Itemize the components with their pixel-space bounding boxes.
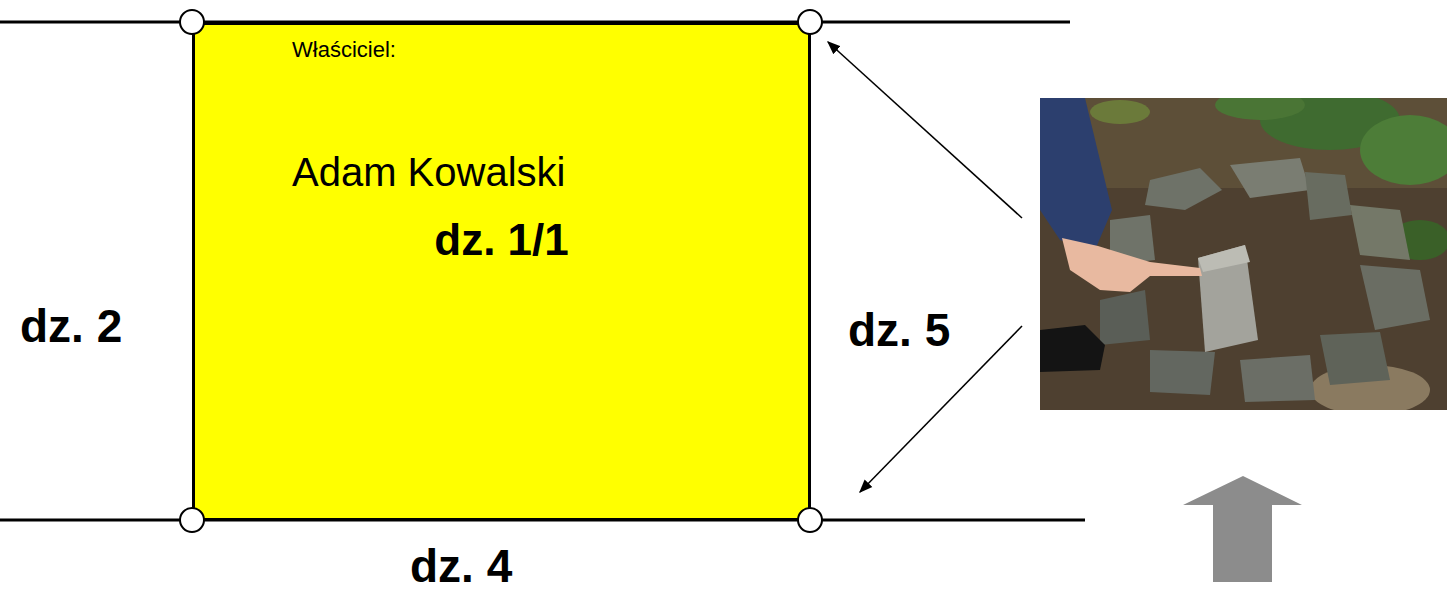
parcel-number: dz. 1/1 bbox=[434, 215, 569, 266]
direction-arrow bbox=[1183, 476, 1302, 582]
leader-arrow bbox=[828, 42, 1022, 218]
boundary-point bbox=[798, 508, 822, 532]
boundary-point bbox=[798, 10, 822, 34]
parcel-label: dz. 4 bbox=[410, 540, 512, 593]
parcel-label: dz. 2 bbox=[20, 300, 122, 353]
boundary-point bbox=[180, 508, 204, 532]
parcel-label: dz. 5 bbox=[848, 304, 950, 357]
boundary-point bbox=[180, 10, 204, 34]
owner-name: Adam Kowalski bbox=[292, 149, 565, 195]
parcel-area: Właściciel: Adam Kowalski dz. 1/1 bbox=[192, 22, 811, 521]
boundary-stone-photo bbox=[1040, 98, 1447, 410]
owner-heading: Właściciel: bbox=[292, 37, 396, 62]
